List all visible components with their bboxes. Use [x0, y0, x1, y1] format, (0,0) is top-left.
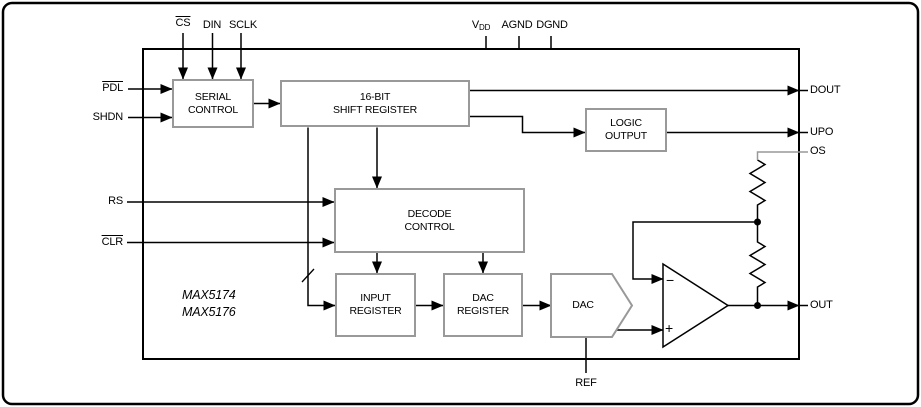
- os-wire: [756, 151, 808, 160]
- opamp-plus-sign: +: [665, 320, 674, 336]
- pin-label-dgnd: DGND: [536, 19, 568, 31]
- pin-label-vdd-sub: DD: [478, 23, 491, 32]
- dac-register-block: DAC REGISTER: [443, 273, 523, 337]
- feedback-tap-junction-dot: [754, 218, 761, 226]
- serial-control-label-line2: CONTROL: [188, 103, 238, 116]
- input-register-block: INPUT REGISTER: [335, 273, 416, 337]
- bus-slash: [301, 268, 315, 283]
- feedback-resistor-upper: [748, 159, 767, 222]
- dac-block-label: DAC: [572, 299, 594, 311]
- input-register-label-line1: INPUT: [360, 292, 391, 304]
- pin-label-shdn: SHDN: [92, 111, 124, 123]
- pin-label-out: OUT: [810, 299, 833, 311]
- opamp-triangle: [662, 262, 730, 349]
- feedback-resistor-lower: [748, 222, 767, 306]
- chip-boundary: [142, 48, 800, 360]
- pin-label-rs: RS: [108, 195, 123, 207]
- dac-register-label-line2: REGISTER: [456, 305, 510, 317]
- pin-label-os: OS: [810, 145, 826, 157]
- opamp-minus-sign: −: [666, 272, 675, 288]
- logic-output-block: LOGIC OUTPUT: [585, 108, 667, 152]
- feedback-wire: [632, 221, 758, 284]
- pin-label-din: DIN: [202, 19, 222, 31]
- pin-label-vdd-base: V: [471, 19, 479, 31]
- shift-to-logic-wire: [470, 115, 586, 138]
- decode-control-block: DECODE CONTROL: [334, 188, 525, 253]
- dac-block-shape: [550, 273, 634, 338]
- pin-label-ref: REF: [575, 377, 597, 389]
- pin-label-clr: CLR: [101, 236, 124, 248]
- logic-output-label-line1: LOGIC: [610, 117, 642, 129]
- shift-register-label-line1: 16-BIT: [359, 90, 391, 103]
- pin-label-dout: DOUT: [810, 84, 841, 96]
- decode-control-label-line2: CONTROL: [404, 220, 455, 233]
- pin-label-vdd: VDD: [472, 19, 490, 34]
- logic-output-label-line2: OUTPUT: [605, 130, 647, 142]
- pin-label-pdl: PDL: [102, 82, 123, 94]
- dac-register-label-line1: DAC: [472, 292, 494, 304]
- part-number-max5174: MAX5174: [182, 288, 236, 302]
- pin-label-agnd: AGND: [501, 19, 533, 31]
- serial-control-label-line1: SERIAL: [194, 90, 232, 103]
- serial-control-block: SERIAL CONTROL: [172, 79, 254, 128]
- pin-label-cs: CS: [175, 17, 191, 29]
- pin-label-upo: UPO: [810, 126, 834, 138]
- pin-label-sclk: SCLK: [229, 19, 257, 31]
- input-register-label-line2: REGISTER: [349, 305, 402, 317]
- part-number-max5176: MAX5176: [182, 305, 236, 319]
- decode-control-label-line1: DECODE: [407, 207, 452, 220]
- shift-register-label-line2: SHIFT REGISTER: [333, 103, 417, 116]
- shift-register-block: 16-BIT SHIFT REGISTER: [280, 80, 470, 127]
- output-junction-dot: [754, 302, 761, 309]
- shift-to-input-register-wire: [307, 127, 336, 311]
